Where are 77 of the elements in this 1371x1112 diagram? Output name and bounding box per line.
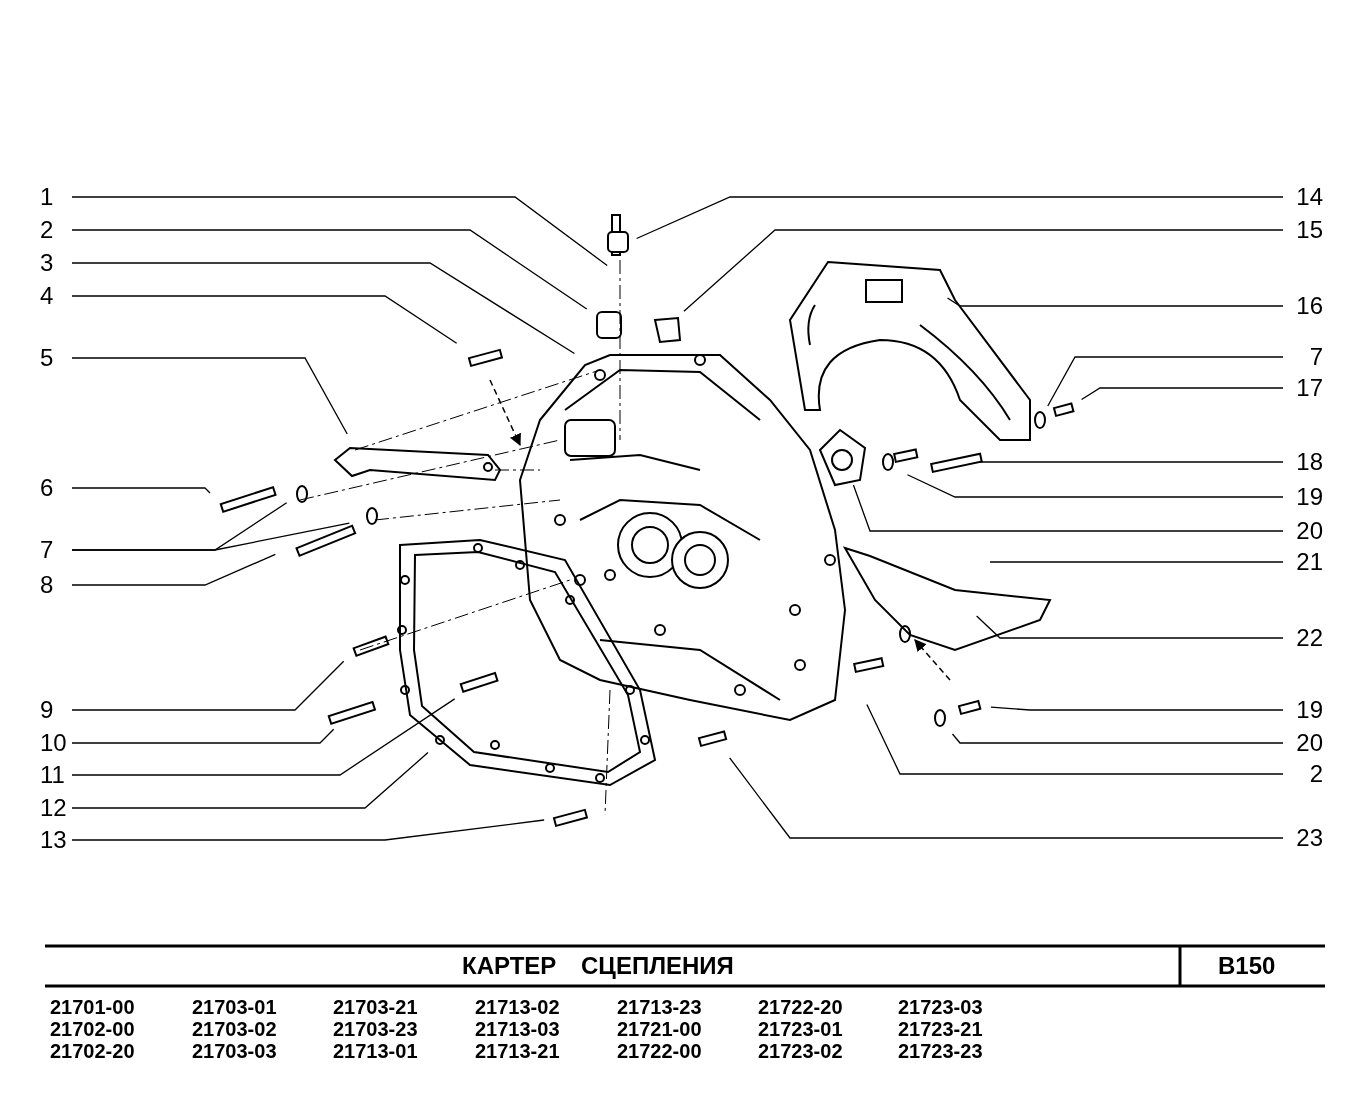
leader-line [976, 615, 1284, 639]
model-code: 21701-00 [50, 996, 135, 1018]
callout-number: 9 [40, 697, 54, 723]
model-code: 21703-01 [192, 996, 277, 1018]
leader-line [852, 484, 1284, 532]
callout-number: 5 [40, 345, 54, 371]
callout-number: 18 [1296, 449, 1323, 475]
leader-line [635, 196, 1284, 240]
leader-line [71, 295, 458, 344]
leader-line [71, 819, 545, 841]
callout-number: 22 [1296, 625, 1323, 651]
model-code: 21723-02 [758, 1040, 843, 1062]
callout-number: 14 [1296, 184, 1323, 210]
leader-line [728, 757, 1284, 839]
callout-number: 7 [40, 537, 54, 563]
callout-number: 17 [1296, 375, 1323, 401]
leader-line [71, 196, 608, 267]
sheet-number: B150 [1218, 952, 1276, 980]
leader-line [906, 474, 1284, 498]
callout-number: 7 [1309, 344, 1323, 370]
callout-number: 11 [40, 762, 65, 788]
callout-number: 2 [40, 217, 54, 243]
leader-line [71, 229, 588, 310]
leader-line [71, 660, 345, 711]
callout-number: 19 [1296, 697, 1323, 723]
model-code: 21713-03 [475, 1018, 560, 1040]
model-code: 21722-20 [758, 996, 843, 1018]
callout-number: 4 [40, 283, 54, 309]
leader-line [71, 487, 211, 494]
leader-line [71, 522, 350, 551]
callout-number: 19 [1296, 484, 1323, 510]
callout-number: 23 [1296, 825, 1323, 851]
callout-number: 16 [1296, 293, 1323, 319]
model-code: 21723-23 [898, 1040, 983, 1062]
leader-line [71, 751, 429, 809]
callout-number: 3 [40, 250, 54, 276]
callout-number: 20 [1296, 730, 1323, 756]
leader-line [71, 553, 276, 586]
leader-line [990, 706, 1284, 711]
leader-line [946, 297, 1284, 307]
model-code: 21723-21 [898, 1018, 983, 1040]
leader-line [866, 703, 1284, 775]
callout-number: 20 [1296, 518, 1323, 544]
leader-line [71, 262, 576, 355]
leader-line [71, 728, 335, 744]
model-code: 21703-03 [192, 1040, 277, 1062]
callout-number: 6 [40, 475, 54, 501]
callout-number: 8 [40, 572, 54, 598]
model-code: 21703-02 [192, 1018, 277, 1040]
title: КАРТЕР СЦЕПЛЕНИЯ [462, 952, 734, 980]
leader-line [989, 561, 1284, 563]
callout-number: 21 [1296, 549, 1323, 575]
model-code: 21722-00 [617, 1040, 702, 1062]
leader-line [71, 698, 456, 776]
leader-line [71, 357, 348, 435]
model-code: 21723-01 [758, 1018, 843, 1040]
callout-number: 15 [1296, 217, 1323, 243]
model-code: 21713-02 [475, 996, 560, 1018]
model-code: 21713-23 [617, 996, 702, 1018]
leader-line [1080, 387, 1284, 401]
model-code: 21702-20 [50, 1040, 135, 1062]
model-code: 21702-00 [50, 1018, 135, 1040]
model-code: 21721-00 [617, 1018, 702, 1040]
model-code: 21713-01 [333, 1040, 418, 1062]
callout-number: 12 [40, 795, 67, 821]
callout-number: 1 [40, 184, 54, 210]
model-code: 21713-21 [475, 1040, 560, 1062]
model-code: 21723-03 [898, 996, 983, 1018]
model-code: 21703-23 [333, 1018, 418, 1040]
callout-number: 13 [40, 827, 67, 853]
leader-line [978, 461, 1284, 463]
callout-number: 10 [40, 730, 67, 756]
leader-line [1047, 356, 1284, 407]
leader-line [951, 733, 1284, 744]
leader-line [683, 229, 1284, 312]
model-code: 21703-21 [333, 996, 418, 1018]
callout-number: 2 [1309, 761, 1323, 787]
